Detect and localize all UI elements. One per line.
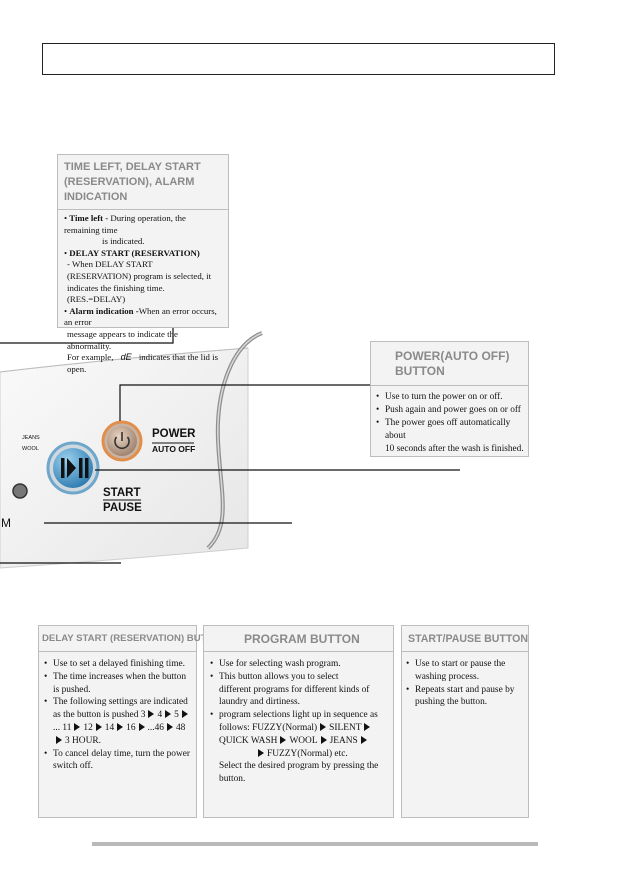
program-item: Use for selecting wash program. bbox=[210, 658, 390, 671]
power-title-line2: BUTTON bbox=[395, 364, 445, 378]
power-item: Use to turn the power on or off. bbox=[376, 391, 524, 404]
program-select-line2: button. bbox=[219, 774, 246, 785]
delay-start-panel: DELAY START (RESERVATION) BUTTON Use to … bbox=[38, 625, 227, 818]
program-item: This button allows you to selectdifferen… bbox=[210, 671, 390, 709]
pause-label: PAUSE bbox=[103, 502, 142, 514]
alarm-line2: message appears to indicate the abnormal… bbox=[67, 328, 178, 351]
time-left-title-line1: TIME LEFT, DELAY START bbox=[64, 161, 201, 173]
power-label: POWER bbox=[152, 428, 196, 440]
edge-label: M bbox=[1, 516, 11, 530]
power-item: The power goes off automatically about bbox=[376, 417, 524, 443]
power-panel: POWER(AUTO OFF) BUTTON Use to turn the p… bbox=[370, 341, 529, 457]
error-code-de: dE bbox=[120, 352, 132, 363]
wool-label: WOOL bbox=[22, 446, 39, 452]
auto-off-label: AUTO OFF bbox=[152, 444, 196, 454]
header-title-box bbox=[42, 43, 555, 75]
program-panel: PROGRAM BUTTON Use for selecting wash pr… bbox=[203, 625, 394, 818]
start-label: START bbox=[103, 487, 141, 499]
time-left-panel: TIME LEFT, DELAY START (RESERVATION), AL… bbox=[57, 154, 229, 374]
time-left-item: • Time left - During operation, the rema… bbox=[64, 213, 186, 235]
delay-start-item: • DELAY START (RESERVATION) bbox=[64, 247, 200, 258]
time-left-title-line2: (RESERVATION), ALARM INDICATION bbox=[64, 176, 195, 203]
delay-item: To cancel delay time, turn the powerswit… bbox=[44, 748, 193, 774]
alarm-line3: For example, dE indicates that the lid i… bbox=[67, 352, 218, 374]
program-title: PROGRAM BUTTON bbox=[244, 632, 360, 646]
alarm-item: • Alarm indication -When an error occurs… bbox=[64, 305, 217, 328]
jeans-label: JEANS bbox=[22, 435, 40, 441]
footer-bar bbox=[92, 842, 538, 846]
delay-start-line3: indicates the finishing time. (RES.=DELA… bbox=[67, 282, 165, 305]
time-left-item-cont: is indicated. bbox=[102, 236, 145, 247]
delay-start-title: DELAY START (RESERVATION) BUTTON bbox=[42, 633, 227, 644]
power-item-cont: 10 seconds after the wash is finished. bbox=[385, 444, 524, 454]
program-select-line1: Select the desired program by pressing t… bbox=[219, 761, 379, 772]
start-pause-title: START/PAUSE BUTTON bbox=[408, 633, 529, 645]
delay-start-line1: - When DELAY START bbox=[67, 259, 153, 270]
start-pause-panel: START/PAUSE BUTTON Use to start or pause… bbox=[401, 625, 529, 818]
power-title-line1: POWER(AUTO OFF) bbox=[395, 349, 510, 363]
power-item: Push again and power goes on or off bbox=[376, 404, 524, 417]
program-item: program selections light up in sequence … bbox=[210, 709, 390, 760]
delay-item: Use to set a delayed finishing time. bbox=[44, 658, 193, 671]
delay-start-line2: (RESERVATION) program is selected, it bbox=[67, 270, 212, 281]
